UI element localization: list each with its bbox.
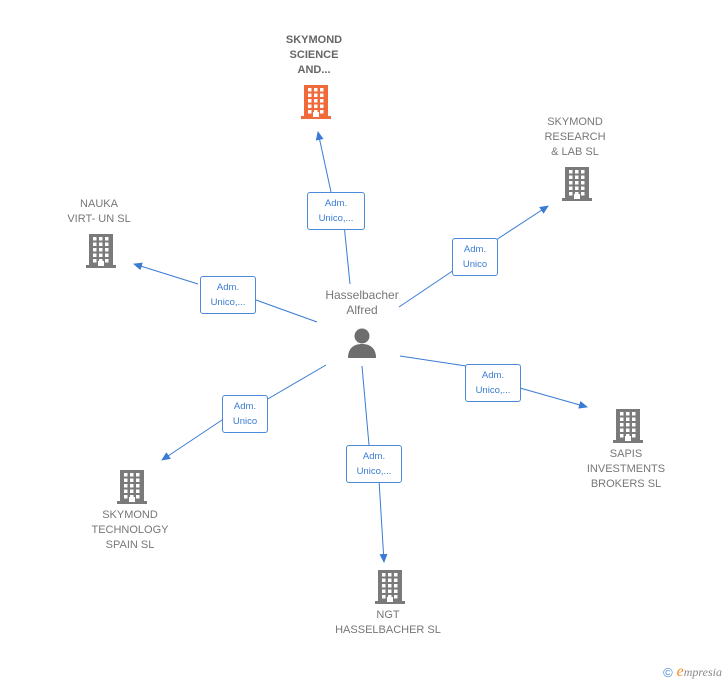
edge-arrow (161, 419, 223, 461)
edge-arrow (378, 479, 388, 563)
edge-arrow (315, 131, 332, 193)
role-badge-ngt[interactable]: Adm. Unico,... (346, 445, 402, 483)
building-icon[interactable] (374, 568, 406, 604)
edge-arrow (495, 205, 549, 241)
edge-segment (361, 365, 370, 446)
edge-arrow (133, 262, 199, 285)
company-label-skymond-science[interactable]: SKYMOND SCIENCE AND... (285, 34, 343, 76)
company-label-sapis[interactable]: SAPIS INVESTMENTS BROKERS SL (586, 448, 666, 490)
role-badge-skymond-science[interactable]: Adm. Unico,... (307, 192, 365, 230)
person-name[interactable]: Hasselbacher Alfred (325, 288, 399, 317)
edge-arrow (519, 387, 588, 409)
footer-brand: © empresia (663, 663, 722, 681)
edge-segment (399, 355, 467, 367)
company-label-skymond-tech[interactable]: SKYMOND TECHNOLOGY SPAIN SL (91, 509, 169, 551)
role-badge-nauka[interactable]: Adm. Unico,... (200, 276, 256, 314)
person-icon[interactable] (347, 327, 377, 359)
brand-logo: empresia (676, 663, 722, 680)
edge-segment (343, 223, 351, 285)
building-icon[interactable] (116, 468, 148, 504)
role-badge-skymond-research[interactable]: Adm. Unico (452, 238, 498, 276)
building-icon[interactable] (612, 407, 644, 443)
copyright-icon: © (663, 664, 673, 680)
role-badge-sapis[interactable]: Adm. Unico,... (465, 364, 521, 402)
building-icon[interactable] (561, 165, 593, 201)
role-badge-skymond-tech[interactable]: Adm. Unico (222, 395, 268, 433)
company-label-skymond-research[interactable]: SKYMOND RESEARCH & LAB SL (544, 116, 606, 158)
edge-segment (265, 364, 327, 401)
company-label-ngt[interactable]: NGT HASSELBACHER SL (335, 609, 441, 636)
building-icon[interactable] (85, 232, 117, 268)
edge-segment (398, 269, 455, 308)
building-icon[interactable] (300, 83, 332, 119)
company-label-nauka[interactable]: NAUKA VIRT- UN SL (67, 198, 131, 225)
edge-segment (255, 299, 318, 323)
